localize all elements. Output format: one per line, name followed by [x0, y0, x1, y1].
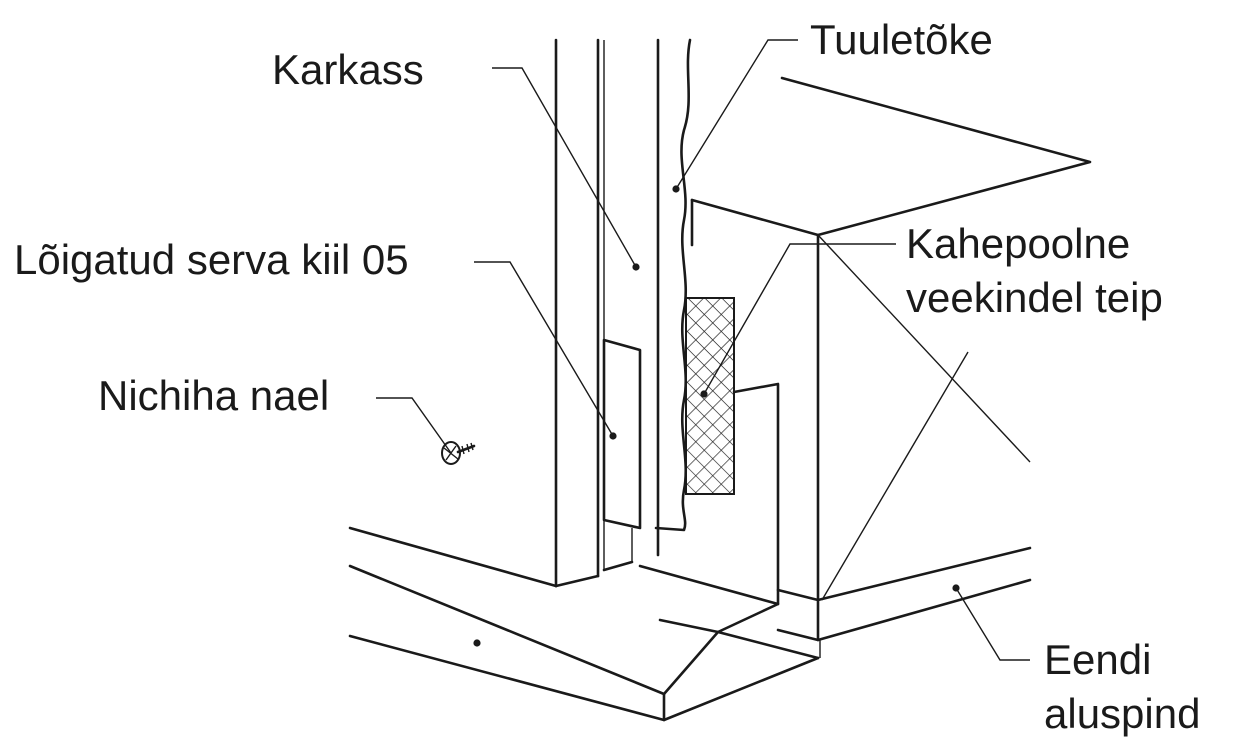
- projection-face: [690, 198, 1031, 602]
- nail-icon: [441, 441, 476, 465]
- frame-column: [554, 38, 640, 588]
- leader-lines: [376, 39, 1030, 661]
- label-eendi-line2: aluspind: [1044, 690, 1201, 737]
- leader-karkass: [492, 67, 637, 268]
- sill-flashing: [348, 526, 820, 722]
- leader-loigatud: [474, 261, 614, 437]
- wind-barrier: [654, 38, 692, 557]
- leader-kahepoolne: [703, 243, 896, 395]
- projection-base: [776, 546, 1032, 658]
- waterproof-tape: [685, 297, 735, 495]
- label-eendi-line1: Eendi: [1044, 636, 1152, 683]
- label-kahepoolne-line1: Kahepoolne: [906, 220, 1131, 267]
- leader-tuuletoke: [675, 39, 798, 190]
- leader-eendi: [955, 587, 1030, 661]
- leader-nichiha: [376, 397, 452, 454]
- label-kahepoolne-line2: veekindel teip: [906, 274, 1163, 321]
- label-tuuletoke: Tuuletõke: [810, 16, 993, 63]
- label-karkass: Karkass: [272, 46, 424, 93]
- cut-edge-wedge: [602, 338, 642, 572]
- projection-top: [690, 76, 1092, 237]
- label-loigatud-serva-kiil: Lõigatud serva kiil 05: [14, 236, 409, 283]
- label-nichiha-nael: Nichiha nael: [98, 372, 330, 419]
